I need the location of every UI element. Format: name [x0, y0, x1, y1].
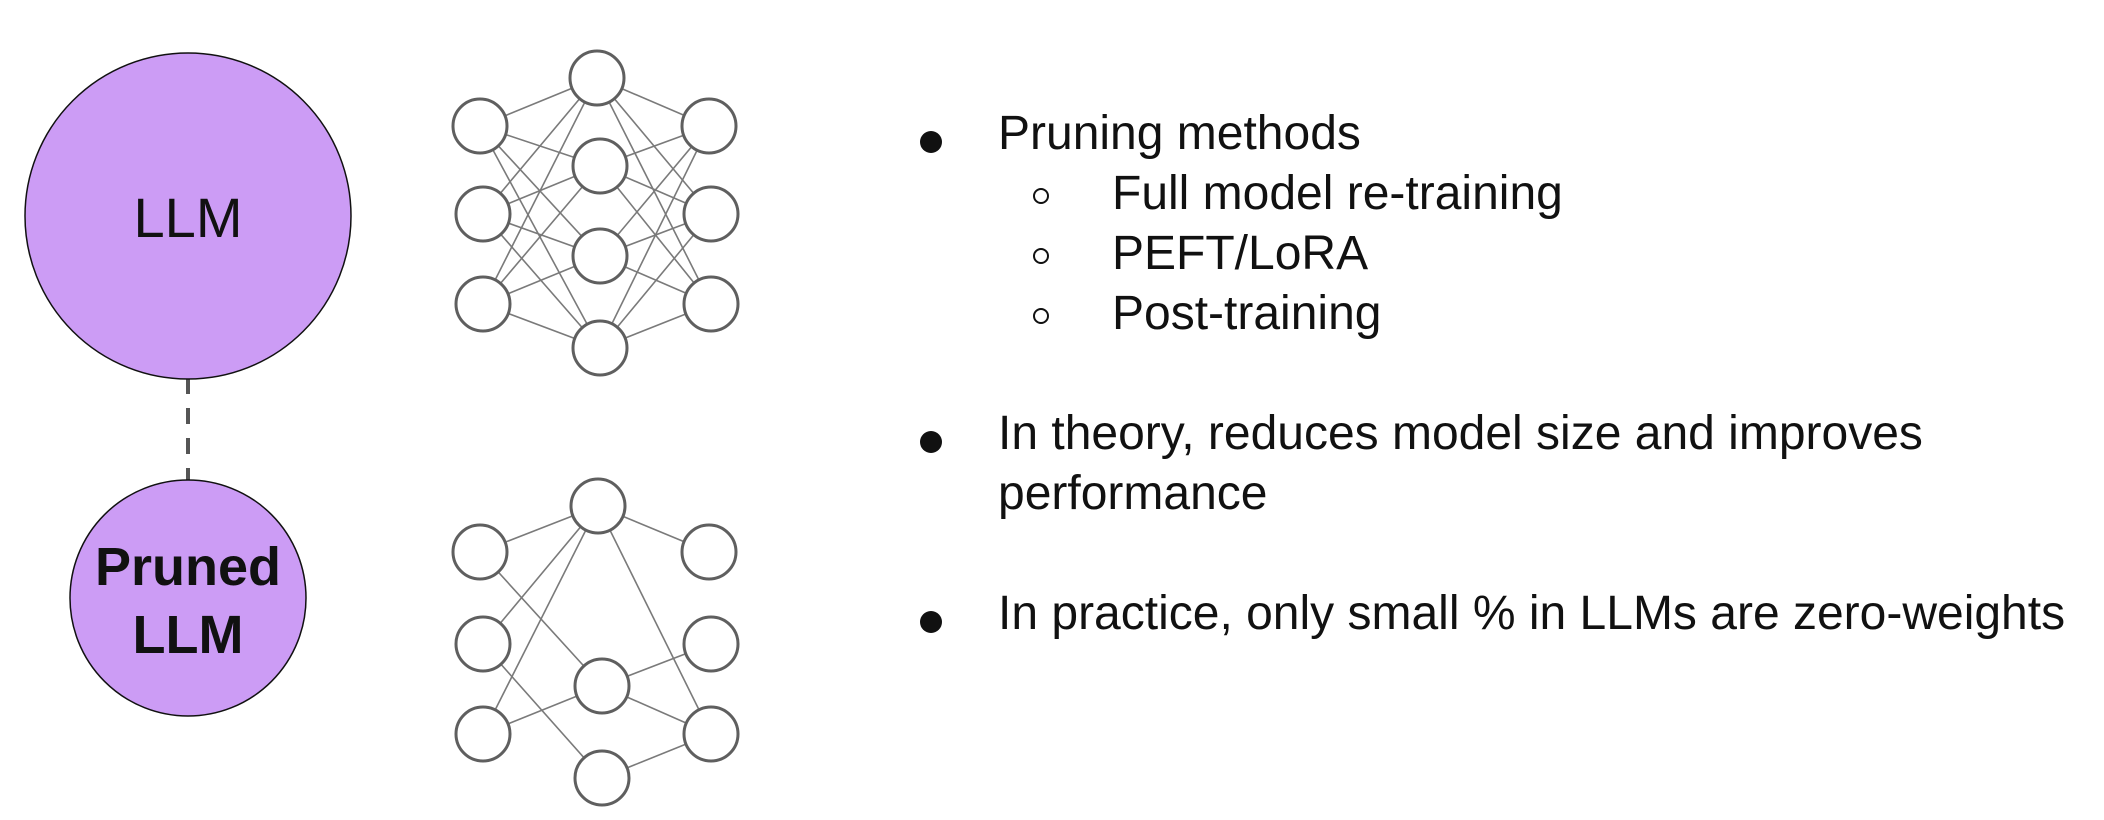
- network-node: [571, 227, 629, 285]
- network-node: [571, 137, 629, 195]
- network-edge: [482, 77, 598, 305]
- network-edge: [599, 125, 710, 349]
- network-node: [454, 185, 512, 243]
- network-node: [682, 615, 740, 673]
- network-node: [451, 523, 509, 581]
- bullet-dot: [920, 611, 942, 633]
- sub-bullet-text: PEFT/LoRA: [1112, 227, 1369, 280]
- network-edge: [599, 213, 712, 349]
- bullet-text: In practice, only small % in LLMs are ze…: [998, 587, 2066, 640]
- network-edge: [482, 165, 601, 305]
- sub-bullet-ring: [1033, 308, 1049, 324]
- network-node: [680, 97, 738, 155]
- network-node: [571, 319, 629, 377]
- sub-bullet-text: Post-training: [1112, 287, 1382, 340]
- network-node: [573, 657, 631, 715]
- network-edge: [482, 643, 603, 779]
- network-node: [682, 705, 740, 763]
- network-node: [568, 49, 626, 107]
- network-node: [451, 97, 509, 155]
- network-node: [573, 749, 631, 807]
- network-edge: [597, 505, 712, 735]
- bullet-text-continued: performance: [998, 467, 1268, 520]
- bullet-dot: [920, 431, 942, 453]
- network-edge: [482, 77, 598, 215]
- network-edge: [482, 505, 599, 735]
- network-node: [454, 275, 512, 333]
- network-edge: [482, 505, 599, 645]
- llm-circle: LLM: [24, 52, 352, 380]
- sub-bullet-text: Full model re-training: [1112, 167, 1563, 220]
- pruned-network-diagram: [451, 477, 740, 807]
- network-node: [682, 185, 740, 243]
- dense-network-diagram: [451, 49, 740, 377]
- pruned-label-line2: LLM: [133, 605, 244, 665]
- pruned-llm-circle: Pruned LLM: [69, 479, 307, 717]
- network-node: [569, 477, 627, 535]
- pruned-label-line1: Pruned: [95, 537, 281, 597]
- sub-bullet-ring: [1033, 248, 1049, 264]
- bullet-text: In theory, reduces model size and improv…: [998, 407, 1923, 460]
- network-node: [454, 615, 512, 673]
- sub-bullet-ring: [1033, 188, 1049, 204]
- network-node: [680, 523, 738, 581]
- bullet-dot: [920, 131, 942, 153]
- llm-label: LLM: [134, 186, 243, 249]
- network-edge: [482, 213, 601, 349]
- bullet-text: Pruning methods: [998, 107, 1361, 160]
- network-node: [454, 705, 512, 763]
- network-node: [682, 275, 740, 333]
- network-edge: [479, 551, 603, 687]
